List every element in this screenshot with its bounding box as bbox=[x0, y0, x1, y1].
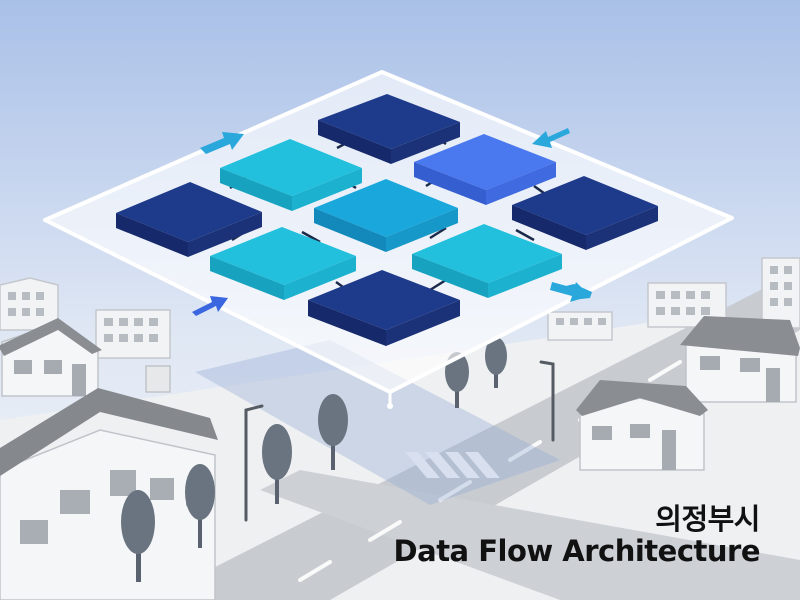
data-tile-upper-right bbox=[414, 134, 556, 205]
background-buildings bbox=[0, 257, 800, 359]
trees bbox=[121, 337, 507, 582]
data-tile-bottom bbox=[308, 270, 460, 346]
crosswalk bbox=[405, 452, 500, 478]
city-name-title: 의정부시 bbox=[655, 502, 760, 536]
house-right-front bbox=[576, 380, 708, 471]
cross-road bbox=[260, 470, 800, 600]
street-lamps bbox=[244, 360, 555, 522]
data-tile-top bbox=[318, 94, 460, 164]
arrow-southwest-icon bbox=[532, 128, 570, 148]
data-tile-left bbox=[116, 182, 262, 257]
data-platform bbox=[43, 70, 734, 409]
data-tile-lower-left bbox=[210, 227, 356, 300]
data-tile-right bbox=[512, 176, 658, 250]
main-road bbox=[150, 270, 800, 600]
house-right-mid bbox=[680, 316, 800, 403]
arrow-northeast-icon bbox=[192, 296, 228, 316]
platform-shadow bbox=[195, 340, 560, 505]
data-tile-center bbox=[314, 179, 458, 252]
house-left-front bbox=[0, 365, 218, 600]
arrow-northeast-icon bbox=[200, 132, 244, 154]
data-tile-upper-left bbox=[220, 139, 362, 211]
house-left-mid bbox=[0, 318, 102, 397]
diagram-title: Data Flow Architecture bbox=[393, 534, 761, 568]
arrow-southwest-icon bbox=[550, 282, 592, 302]
data-tile-lower-right bbox=[412, 224, 562, 298]
